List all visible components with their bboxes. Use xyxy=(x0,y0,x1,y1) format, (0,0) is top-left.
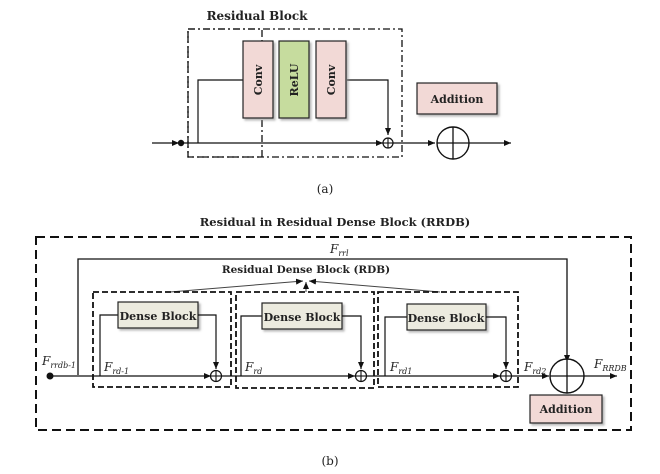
dense-block-label: Dense Block xyxy=(408,312,485,325)
addition-legend-b: Addition xyxy=(529,394,603,424)
addition-symbol-large-b xyxy=(549,358,585,394)
label-f-rrdb: FRRDB xyxy=(593,357,627,373)
addition-symbol-large-a xyxy=(436,126,470,160)
conv-layer-2: Conv xyxy=(315,40,347,119)
caption-b: (b) xyxy=(321,454,338,468)
rdb-block-1: Dense Block Frd-1 xyxy=(92,291,232,388)
dense-block-label: Dense Block xyxy=(120,310,197,323)
residual-block-title: Residual Block xyxy=(207,9,309,23)
rdb-pointer-right xyxy=(308,278,441,293)
rdb-pointer-left xyxy=(169,278,304,293)
addition-legend-a: Addition xyxy=(416,82,498,115)
panel-a: Residual Block Conv ReLU Conv xyxy=(152,9,511,196)
long-skip-connection xyxy=(77,258,570,375)
rdb-block-3: Dense Block Frd1 xyxy=(377,291,519,388)
svg-text:Conv: Conv xyxy=(252,64,265,95)
caption-a: (a) xyxy=(317,182,334,196)
conv-layer-1: Conv xyxy=(242,40,274,119)
relu-layer: ReLU xyxy=(278,40,310,119)
rdb-label: Residual Dense Block (RDB) xyxy=(222,264,390,276)
addition-node-a xyxy=(382,137,394,149)
panel-b: Residual in Residual Dense Block (RRDB) … xyxy=(35,215,632,468)
svg-text:ReLU: ReLU xyxy=(288,63,301,96)
svg-text:Addition: Addition xyxy=(430,93,484,106)
label-f-rd2: Frd2 xyxy=(523,360,546,376)
branch-line-in xyxy=(197,79,243,143)
svg-text:Addition: Addition xyxy=(539,403,593,416)
residual-block-boundary-full xyxy=(187,28,403,158)
label-f-rd: Frd xyxy=(244,360,262,376)
svg-text:Conv: Conv xyxy=(325,64,338,95)
label-f-rrdb-1: Frrdb-1 xyxy=(41,354,76,370)
addition-node-b3 xyxy=(499,369,513,383)
addition-node-b1 xyxy=(209,369,223,383)
rrdb-title: Residual in Residual Dense Block (RRDB) xyxy=(200,215,471,229)
label-f-rd1: Frd1 xyxy=(389,360,412,376)
addition-node-b2 xyxy=(354,369,368,383)
rdb-block-2: Dense Block Frd xyxy=(235,291,375,389)
label-f-rrl: Frrl xyxy=(329,242,349,258)
dense-block-label: Dense Block xyxy=(264,311,341,324)
rrdb-boundary xyxy=(35,236,632,431)
label-f-rd-1: Frd-1 xyxy=(103,360,129,376)
branch-line-out xyxy=(347,79,391,135)
